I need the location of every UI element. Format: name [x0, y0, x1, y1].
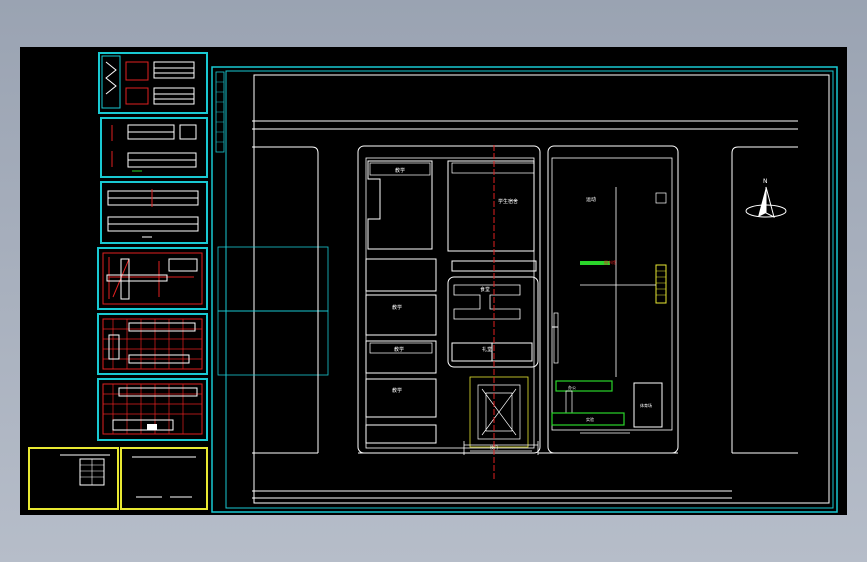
drawing-thumbnail-icon: [132, 456, 196, 498]
sheet-thumbnail-7[interactable]: [28, 447, 119, 510]
sheet-thumbnail-6[interactable]: [97, 378, 208, 441]
cad-drawing-canvas[interactable]: 教学 学生宿舍 教学 教学 教学 食堂 礼堂 校门 运动: [20, 47, 847, 515]
svg-text:教学: 教学: [392, 387, 402, 394]
sheet-thumbnail-2[interactable]: [100, 117, 208, 178]
gate-outline: [469, 376, 529, 448]
drawing-thumbnail-icon: [102, 383, 203, 435]
drawing-thumbnail-icon: [60, 454, 110, 486]
svg-text:教学: 教学: [395, 167, 405, 174]
svg-text:礼堂: 礼堂: [482, 346, 492, 353]
svg-text:校门: 校门: [490, 444, 498, 450]
drawing-thumbnail-icon: [102, 252, 203, 305]
green-marker: [580, 261, 610, 265]
sheet-thumbnail-4[interactable]: [97, 247, 208, 310]
svg-text:食堂: 食堂: [480, 286, 490, 293]
svg-text:教学: 教学: [392, 304, 402, 311]
svg-text:实验: 实验: [586, 416, 594, 422]
svg-text:学生宿舍: 学生宿舍: [498, 198, 518, 205]
sheet-thumbnail-8[interactable]: [120, 447, 208, 510]
sheet-thumbnail-1[interactable]: [98, 52, 208, 114]
drawing-thumbnail-icon: [107, 189, 199, 238]
sheet-thumbnail-3[interactable]: [100, 181, 208, 244]
drawing-thumbnail-icon: [101, 55, 195, 109]
svg-text:运动: 运动: [586, 196, 596, 203]
title-strip: [215, 71, 225, 153]
svg-text:体育场: 体育场: [640, 402, 652, 408]
svg-text:N: N: [763, 178, 768, 185]
drawing-thumbnail-icon: [111, 124, 197, 172]
north-arrow-icon: N: [745, 178, 787, 218]
svg-text:图书馆: 图书馆: [604, 259, 616, 265]
svg-text:办公: 办公: [568, 384, 576, 390]
selection-window: [217, 246, 329, 312]
svg-text:教学: 教学: [394, 346, 404, 353]
drawing-thumbnail-icon: [102, 318, 203, 370]
outer-frame: [211, 66, 838, 513]
sheet-thumbnail-5[interactable]: [97, 313, 208, 375]
